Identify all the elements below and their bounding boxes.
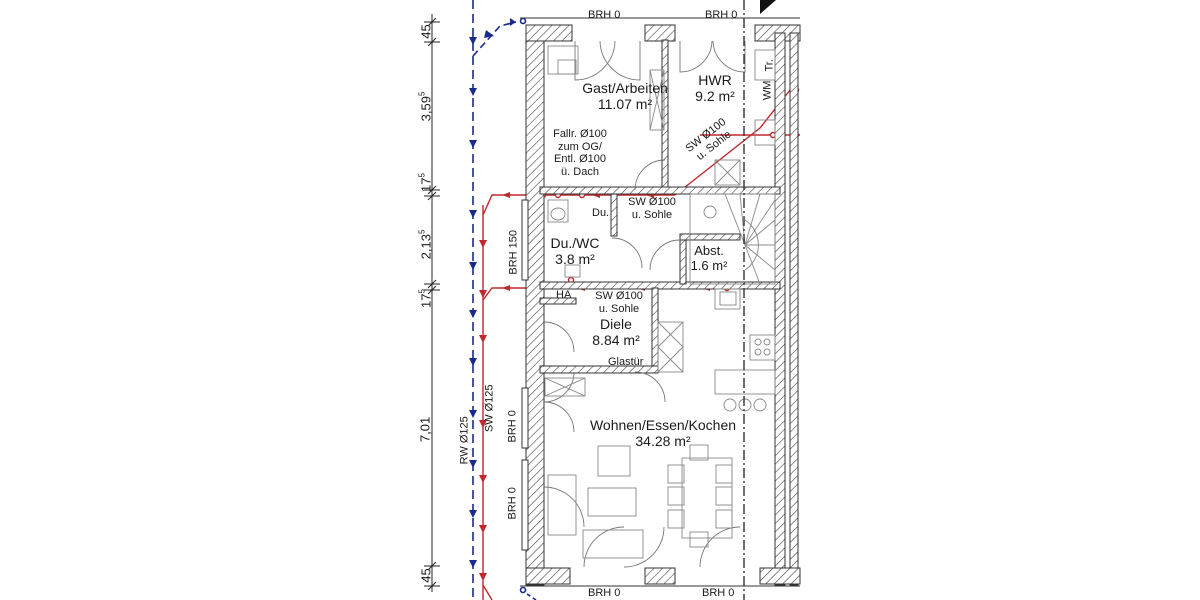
dim-701: 7,01 [417,409,434,449]
room-area: 11.07 m² [597,96,653,113]
room-diele: Diele 8.84 m² [580,316,652,348]
note-line: SW Ø100 [628,196,676,208]
washing-machine-label: WM [761,80,774,101]
room-name: Wohnen/Essen/Kochen [589,417,737,433]
dim-45-top: 45 [418,17,435,45]
dim-175-a: 175 [418,168,435,196]
sewage-pipe-label: SW Ø125 [483,384,496,433]
dim-175-b: 175 [418,284,435,312]
window-label-side-du: BRH 150 [507,230,520,275]
room-area: 3.8 m² [555,251,595,268]
room-area: 34.28 m² [635,433,691,450]
rainwater-pipe-label: RW Ø125 [458,416,471,465]
shower-label: Du. [592,207,610,219]
dim-sup: 5 [417,289,427,294]
note-line: ü. Dach [561,165,599,178]
room-name: Du./WC [550,235,600,251]
dim-value: 7,01 [417,416,433,443]
window-label-top-right: BRH 0 [705,9,738,21]
house-connection-label: HA [556,289,572,301]
room-hwr: HWR 9.2 m² [680,72,750,104]
room-name: HWR [698,72,732,88]
note-line: u. Sohle [631,208,673,221]
furniture [544,45,776,559]
note-line: u. Sohle [598,302,640,315]
room-area: 1.6 m² [690,257,728,273]
room-wohnen-essen-kochen: Wohnen/Essen/Kochen 34.28 m² [578,417,748,449]
dim-value: 17 [418,293,434,308]
dim-2135: 2,135 [418,220,435,268]
dryer-label: Tr. [763,59,776,72]
sw-diele-note: SW Ø100 u. Sohle [591,290,647,315]
note-line: Fallr. Ø100 [553,128,607,140]
window-label-side-lower: BRH 0 [506,487,519,520]
window-label-bottom-right: BRH 0 [702,587,735,599]
note-line: zum OG/ [557,140,602,153]
room-area: 8.84 m² [592,332,640,349]
room-name: Gast/Arbeiten [582,80,668,96]
dimension-chain [424,14,440,592]
glass-door-label: Glastür [608,356,644,368]
room-abstellraum: Abst. 1.6 m² [684,243,734,274]
note-line: SW Ø100 [595,290,643,302]
dim-sup: 5 [417,229,427,235]
dim-45-bottom: 45 [418,561,435,589]
window-label-bottom-left: BRH 0 [588,587,621,599]
dim-value: 45 [418,24,434,39]
rainwater-pipe [469,0,537,600]
window-label-top-left: BRH 0 [588,9,621,21]
sw-du-note: SW Ø100 u. Sohle [624,196,680,221]
window-label-side-upper: BRH 0 [506,410,519,443]
note-line: Entl. Ø100 [554,153,606,166]
dim-3595: 3,595 [418,82,435,130]
dim-sup: 5 [417,173,427,178]
doors [543,40,746,568]
room-gast-arbeiten: Gast/Arbeiten 11.07 m² [560,80,690,112]
room-name: Diele [600,316,632,332]
room-area: 9.2 m² [695,88,735,105]
room-name: Abst. [694,243,724,258]
dim-value: 2,13 [418,234,434,260]
room-du-wc: Du./WC 3.8 m² [542,235,608,267]
dim-value: 45 [418,568,434,583]
section-line [743,0,776,600]
dim-value: 17 [418,177,434,192]
dim-value: 3,59 [418,96,434,122]
fallrohr-note: Fallr. Ø100 zum OG/ Entl. Ø100 ü. Dach [548,128,612,179]
dim-sup: 5 [417,91,427,97]
